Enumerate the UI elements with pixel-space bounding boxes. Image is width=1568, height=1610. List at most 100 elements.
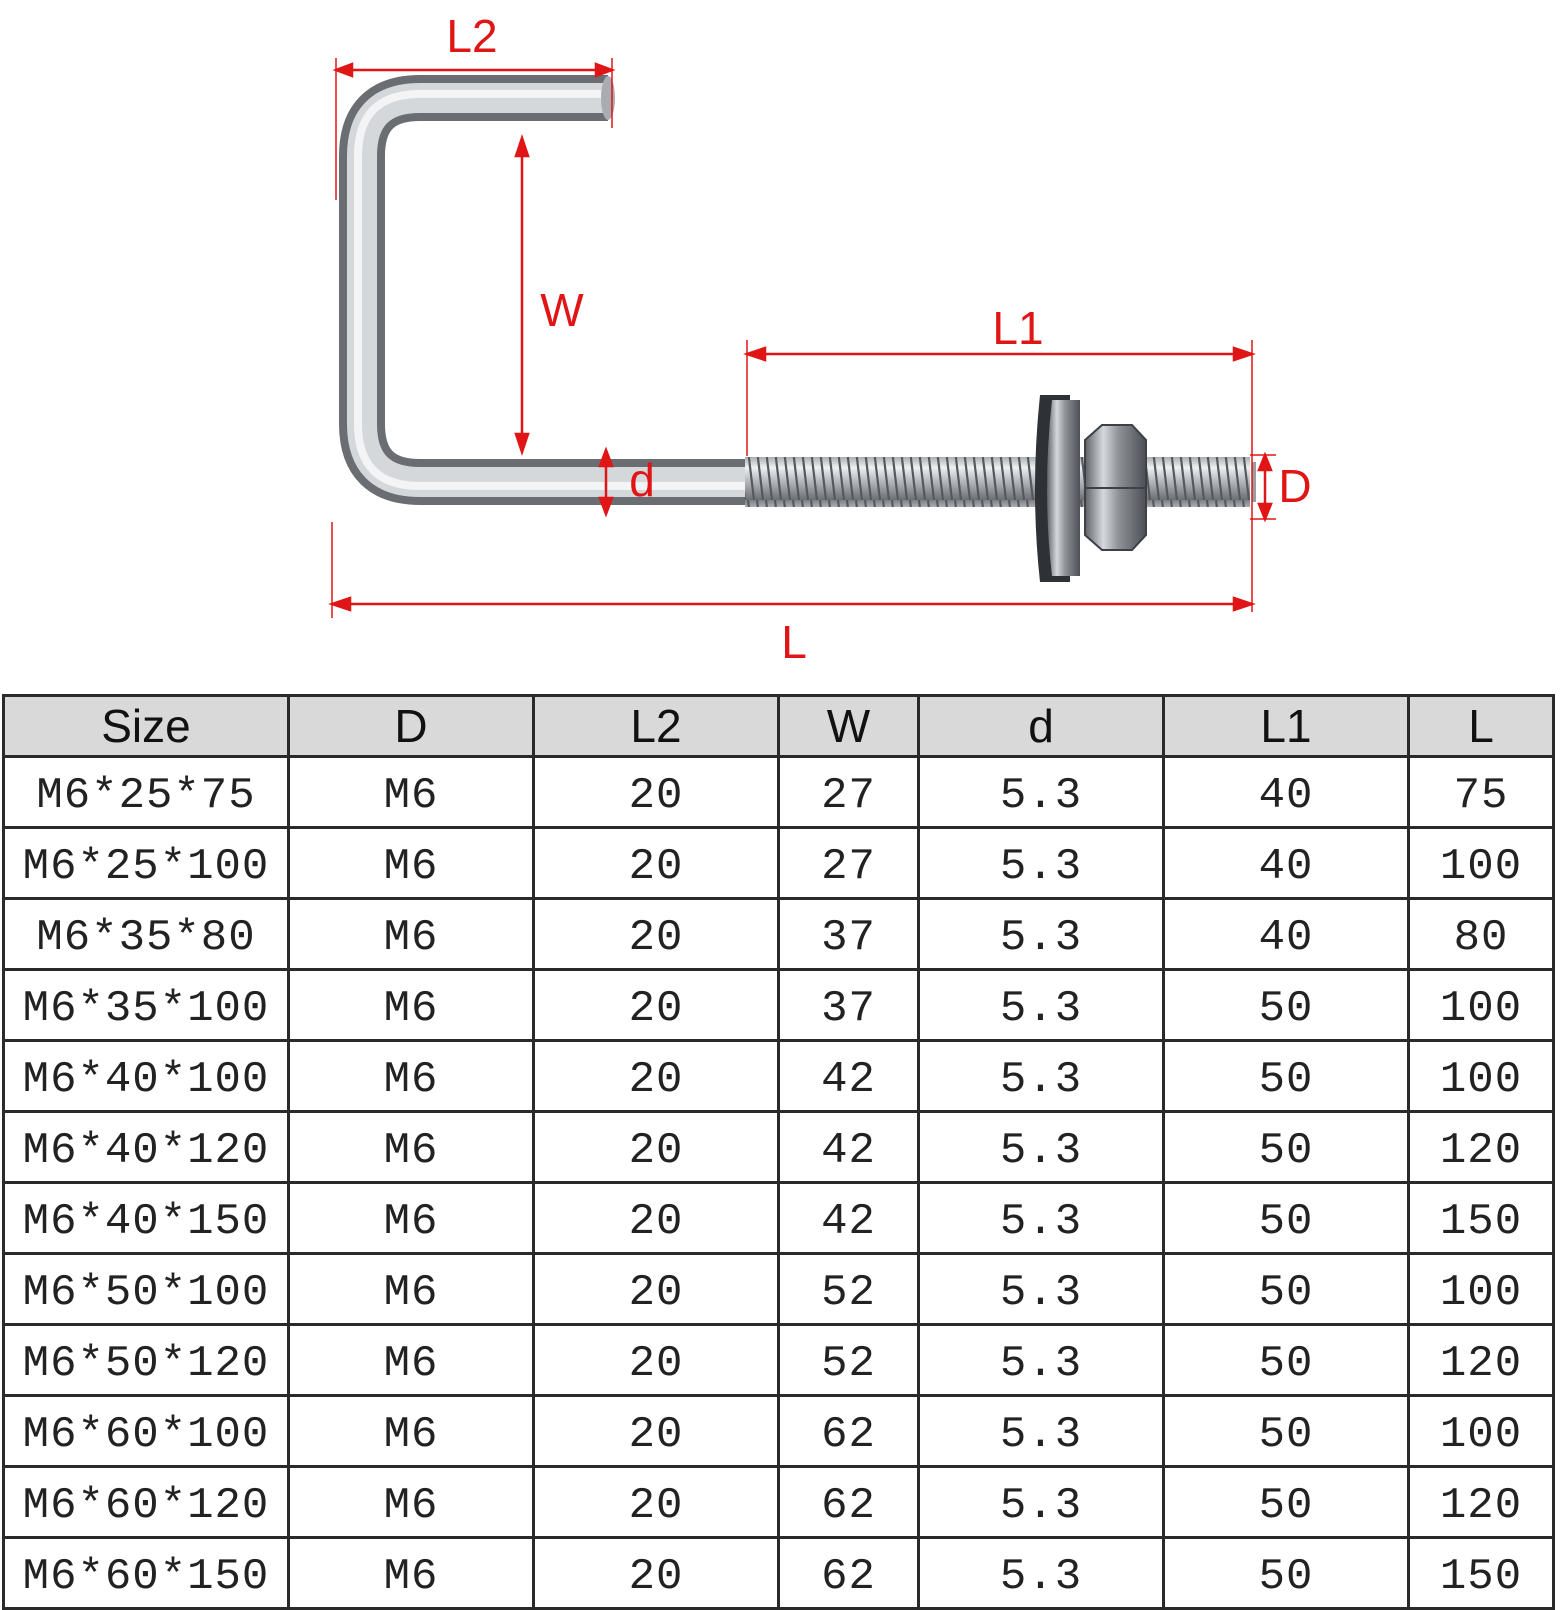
table-cell-size: M6*40*120 [2,1110,290,1184]
table-cell-l: 80 [1407,897,1555,971]
table-cell-w: 37 [777,968,920,1042]
table-cell-l2: 20 [532,968,780,1042]
table-cell-l2: 20 [532,826,780,900]
hex-nut [1084,424,1147,551]
table-cell-l: 100 [1407,826,1555,900]
table-cell-d-upper: M6 [287,1110,535,1184]
table-cell-l2: 20 [532,1110,780,1184]
table-cell-size: M6*25*75 [2,755,290,829]
washer [1035,395,1080,582]
column-header-w: W [777,694,920,758]
table-cell-d-upper: M6 [287,1465,535,1539]
table-cell-l1: 50 [1162,968,1410,1042]
table-cell-w: 62 [777,1536,920,1610]
table-cell-l: 100 [1407,968,1555,1042]
table-cell-l2: 20 [532,1039,780,1113]
table-cell-size: M6*60*150 [2,1536,290,1610]
table-cell-d-upper: M6 [287,1252,535,1326]
table-cell-w: 42 [777,1110,920,1184]
table-cell-d-upper: M6 [287,1039,535,1113]
table-cell-l: 150 [1407,1181,1555,1255]
table-cell-size: M6*50*120 [2,1323,290,1397]
table-cell-l2: 20 [532,1252,780,1326]
table-cell-size: M6*60*120 [2,1465,290,1539]
table-cell-d-lower: 5.3 [917,1110,1165,1184]
table-cell-d-upper: M6 [287,1394,535,1468]
table-cell-l: 100 [1407,1039,1555,1113]
table-cell-w: 27 [777,755,920,829]
table-cell-w: 27 [777,826,920,900]
column-header-l: L [1407,694,1555,758]
table-cell-d-upper: M6 [287,755,535,829]
table-cell-d-upper: M6 [287,1323,535,1397]
threaded-section [745,457,1250,507]
table-cell-l2: 20 [532,755,780,829]
table-cell-l2: 20 [532,1465,780,1539]
table-cell-l2: 20 [532,1536,780,1610]
table-cell-size: M6*35*80 [2,897,290,971]
table-cell-d-lower: 5.3 [917,1181,1165,1255]
table-cell-l1: 50 [1162,1536,1410,1610]
table-cell-l1: 40 [1162,897,1410,971]
column-header-d-upper: D [287,694,535,758]
table-cell-d-lower: 5.3 [917,1536,1165,1610]
table-cell-w: 52 [777,1323,920,1397]
table-cell-l1: 50 [1162,1181,1410,1255]
table-cell-d-lower: 5.3 [917,897,1165,971]
table-cell-d-upper: M6 [287,826,535,900]
table-cell-l1: 50 [1162,1110,1410,1184]
column-header-size: Size [2,694,290,758]
table-cell-l1: 50 [1162,1039,1410,1113]
table-cell-d-lower: 5.3 [917,1323,1165,1397]
table-cell-l1: 50 [1162,1465,1410,1539]
table-cell-l: 120 [1407,1323,1555,1397]
table-cell-l: 150 [1407,1536,1555,1610]
label-w: W [540,284,584,336]
table-cell-l2: 20 [532,897,780,971]
table-cell-l: 120 [1407,1465,1555,1539]
table-cell-d-lower: 5.3 [917,1465,1165,1539]
column-header-d-lower: d [917,694,1165,758]
table-cell-size: M6*40*150 [2,1181,290,1255]
table-cell-d-lower: 5.3 [917,1039,1165,1113]
table-cell-d-upper: M6 [287,1536,535,1610]
table-cell-l1: 50 [1162,1394,1410,1468]
table-cell-w: 42 [777,1039,920,1113]
bolt-body [339,75,1256,507]
table-cell-l1: 50 [1162,1323,1410,1397]
label-d-big: D [1278,460,1311,512]
column-header-l2: L2 [532,694,780,758]
label-l2: L2 [446,10,497,62]
table-cell-d-lower: 5.3 [917,826,1165,900]
table-cell-l1: 40 [1162,826,1410,900]
table-cell-d-upper: M6 [287,897,535,971]
dimension-lines [328,58,1276,618]
label-d-small: d [629,454,655,506]
table-cell-d-upper: M6 [287,1181,535,1255]
table-cell-w: 62 [777,1465,920,1539]
table-cell-w: 62 [777,1394,920,1468]
column-header-l1: L1 [1162,694,1410,758]
table-cell-d-lower: 5.3 [917,755,1165,829]
label-l1: L1 [992,302,1043,354]
table-cell-l: 100 [1407,1252,1555,1326]
table-cell-w: 42 [777,1181,920,1255]
table-cell-size: M6*25*100 [2,826,290,900]
table-cell-d-lower: 5.3 [917,1394,1165,1468]
table-cell-l: 100 [1407,1394,1555,1468]
table-cell-l1: 50 [1162,1252,1410,1326]
